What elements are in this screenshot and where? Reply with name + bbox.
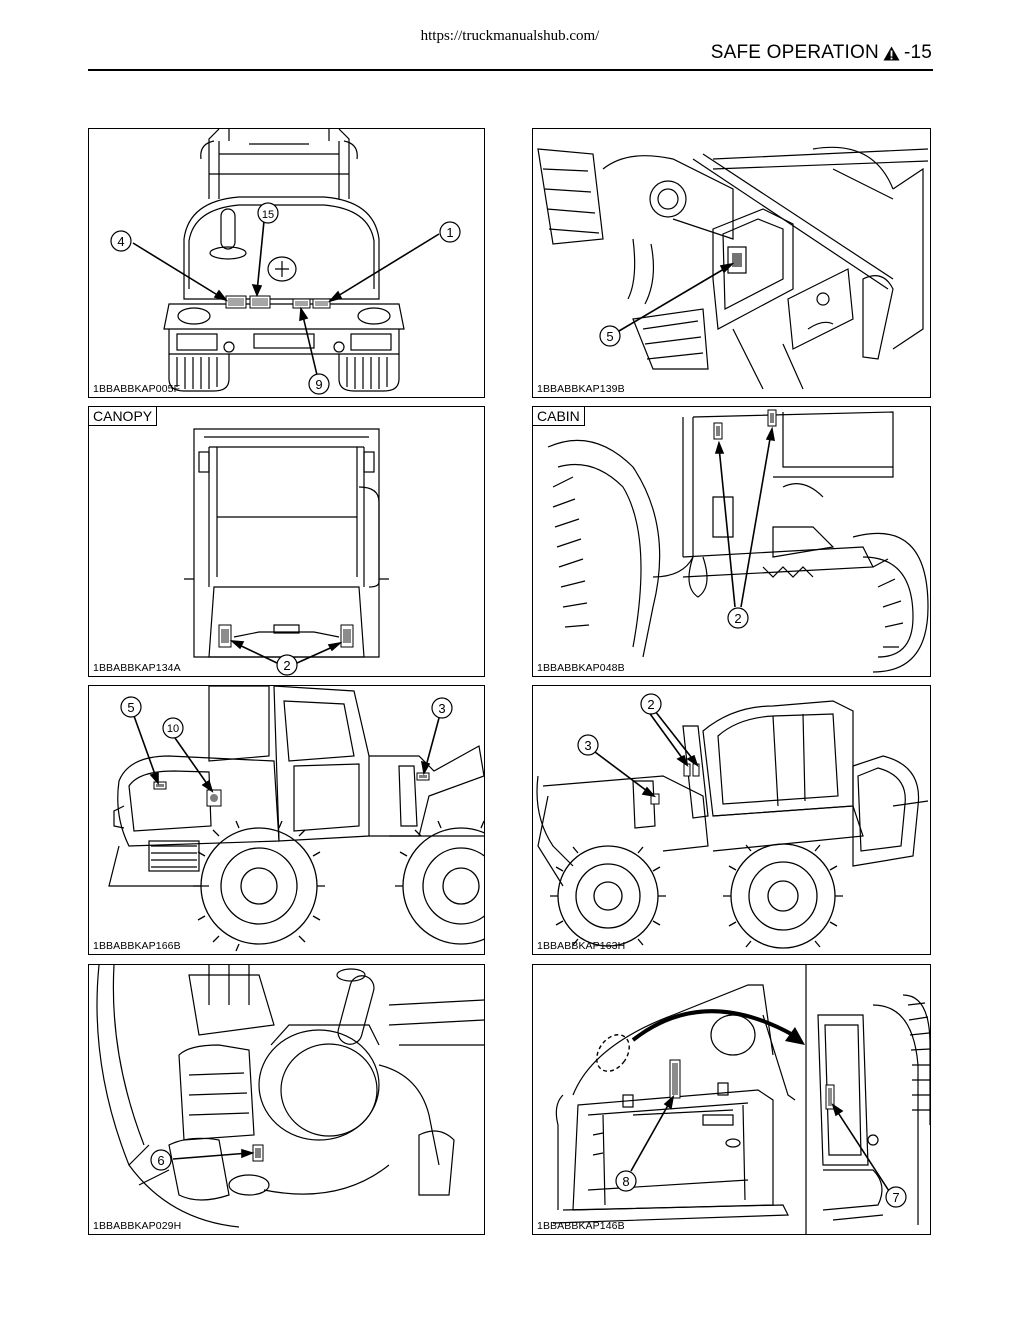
page-number: -15 [903,42,932,63]
panel-tag: CANOPY [89,407,158,426]
callout-number: 3 [584,738,591,753]
section-title: SAFE OPERATION [710,42,879,63]
figure-left-side-view: 5 10 3 1BBABBKAP166B [88,685,485,955]
callout-number: 2 [734,611,741,626]
callout-number: 7 [892,1190,899,1205]
hood-interior-illustration: 8 7 [552,965,930,1234]
callout-number: 8 [622,1174,629,1189]
section-header: SAFE OPERATION -15 [711,42,932,64]
figure-code: 1BBABBKAP048B [537,662,625,674]
callout-number: 15 [262,209,274,221]
callout-number: 4 [117,234,124,249]
callout-number: 6 [157,1153,164,1168]
callout-number: 10 [167,723,179,735]
figure-code: 1BBABBKAP146B [537,1220,625,1232]
figure-engine-compartment: 6 1BBABBKAP029H [88,964,485,1235]
engine-compartment-illustration: 6 [96,965,484,1228]
panel-tag: CABIN [533,407,585,426]
figure-code: 1BBABBKAP134A [93,662,181,674]
figure-side-compartment: 5 1BBABBKAP139B [532,128,931,398]
callout-number: 3 [438,701,445,716]
left-side-illustration: 5 10 3 [108,686,484,952]
figure-canopy: 2 CANOPY 1BBABBKAP134A [88,406,485,677]
figure-code: 1BBABBKAP163H [537,940,626,952]
figure-code: 1BBABBKAP166B [93,940,181,952]
right-side-illustration: 2 3 [536,693,929,949]
source-url[interactable]: https://truckmanualshub.com/ [420,28,600,44]
cabin-illustration: 2 [547,409,929,673]
figure-rear-view: 4 15 1 9 1BBABBKAP005F [88,128,485,398]
figure-right-side-view: 2 3 1BBABBKAP163H [532,685,931,955]
figure-code: 1BBABBKAP005F [93,383,181,395]
figure-code: 1BBABBKAP029H [93,1220,182,1232]
figure-hood-interior: 8 7 1BBABBKAP146B [532,964,931,1235]
figure-code: 1BBABBKAP139B [537,383,625,395]
header-rule [88,69,933,71]
callout-number: 5 [127,700,134,715]
callout-number: 2 [647,697,654,712]
figure-cabin: 2 CABIN 1BBABBKAP048B [532,406,931,677]
warning-triangle-icon [883,46,900,60]
callout-number: 2 [283,658,290,673]
callout-number: 5 [606,329,613,344]
callout-number: 9 [315,377,322,392]
side-compartment-illustration: 5 [537,146,929,390]
callout-number: 1 [446,225,453,240]
canopy-illustration: 2 [184,428,389,676]
rear-view-illustration: 4 15 1 9 [110,129,461,395]
